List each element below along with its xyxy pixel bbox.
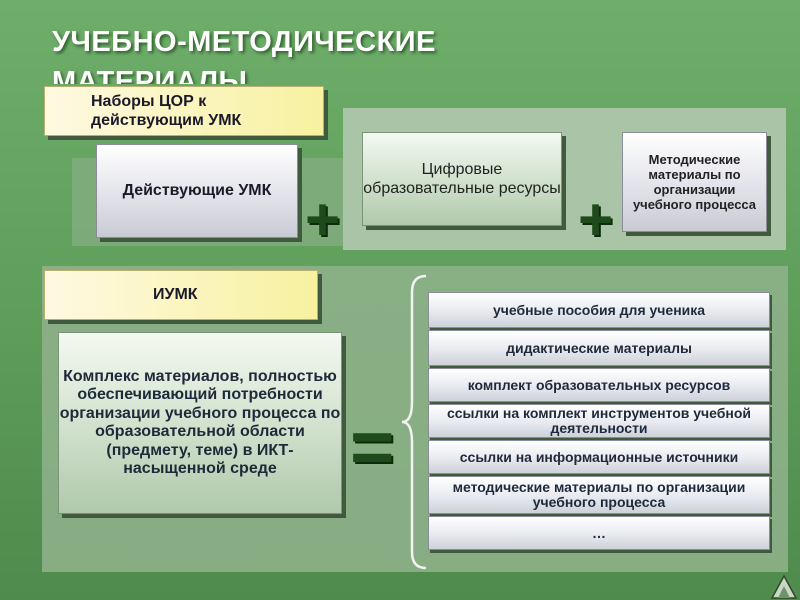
list-item-tools-links: ссылки на комплект инструментов учебной … — [428, 404, 770, 438]
iumk-box: ИУМК — [44, 270, 318, 320]
digital-resources-label: Цифровые образовательные ресурсы — [363, 161, 561, 197]
next-slide-arrow-icon[interactable] — [768, 568, 800, 600]
curly-brace-icon — [401, 274, 427, 570]
digital-resources-box: Цифровые образовательные ресурсы — [362, 132, 562, 226]
current-umk-box: Действующие УМК — [96, 144, 298, 238]
methodical-materials-box: Методические материалы по организации уч… — [622, 132, 767, 232]
methodical-materials-label: Методические материалы по организации уч… — [632, 152, 757, 212]
list-item-info-links: ссылки на информационные источники — [428, 440, 770, 474]
list-item-methodical: методические материалы по организации уч… — [428, 476, 770, 514]
list-item-textbooks: учебные пособия для ученика — [428, 292, 770, 328]
list-item-resource-set: комплект образовательных ресурсов — [428, 368, 770, 402]
cor-sets-box: Наборы ЦОР к действующим УМК — [44, 86, 324, 136]
plus-sign-1: + — [305, 186, 341, 253]
current-umk-label: Действующие УМК — [122, 182, 272, 199]
iumk-label: ИУМК — [153, 286, 198, 303]
complex-materials-box: Комплекс материалов, полностью обеспечив… — [58, 332, 342, 514]
cor-sets-label: Наборы ЦОР к действующим УМК — [91, 93, 242, 129]
slide-title: УЧЕБНО-МЕТОДИЧЕСКИЕ МАТЕРИАЛЫ — [52, 26, 436, 84]
list-item-didactic: дидактические материалы — [428, 330, 770, 366]
list-item-more: … — [428, 516, 770, 550]
equals-sign: = — [350, 405, 395, 490]
plus-sign-2: + — [578, 186, 614, 253]
complex-materials-label: Комплекс материалов, полностью обеспечив… — [59, 367, 341, 478]
